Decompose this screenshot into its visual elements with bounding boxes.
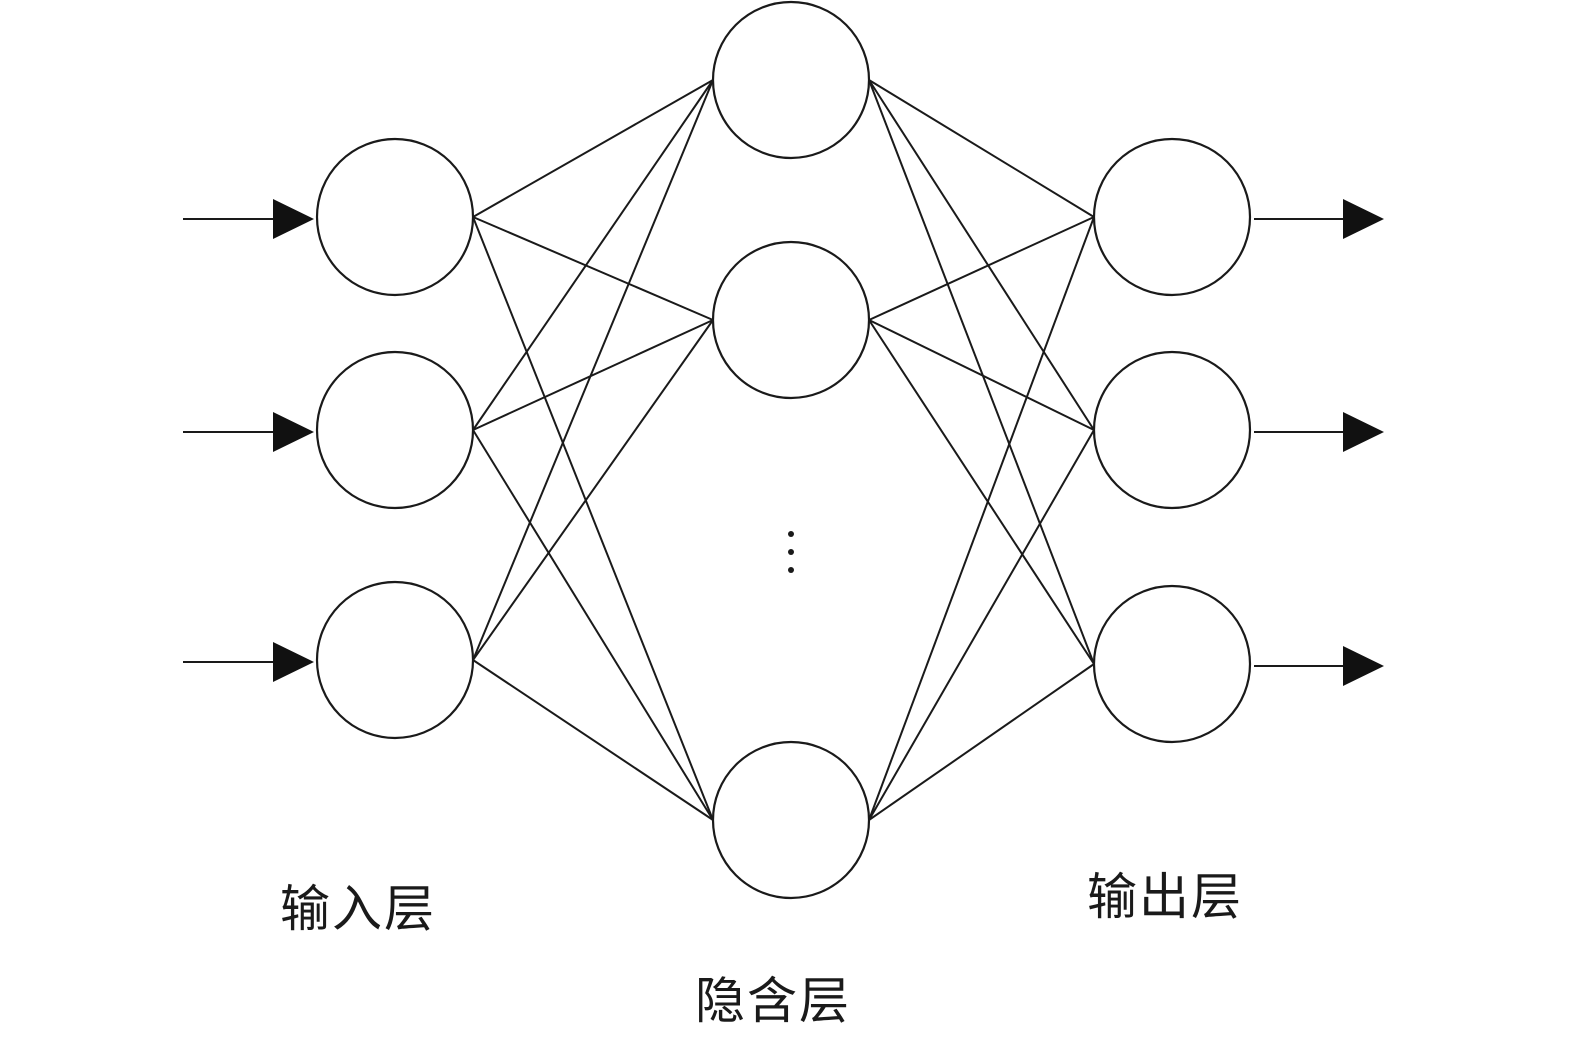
- neuron-nodes: [315, 0, 1252, 900]
- io-arrows: [183, 199, 1384, 686]
- edge-input-3-hidden-2: [472, 319, 714, 661]
- input-node-2: [315, 350, 475, 510]
- hidden-node-3: [711, 740, 871, 900]
- output-node-3: [1092, 584, 1252, 744]
- input-arrow-head-3: [273, 642, 314, 682]
- edge-hidden-3-output-2: [868, 429, 1095, 821]
- input-node-3: [315, 580, 475, 740]
- ellipsis-dot-3: [788, 567, 794, 573]
- edge-hidden-1-output-3: [868, 79, 1095, 665]
- ellipsis-dot-2: [788, 549, 794, 555]
- hidden-ellipsis: [788, 531, 794, 573]
- edge-input-2-hidden-2: [472, 319, 714, 431]
- edge-input-3-hidden-1: [472, 79, 714, 661]
- hidden-node-1: [711, 0, 871, 160]
- edge-hidden-2-output-2: [868, 319, 1095, 431]
- ellipsis-dot-1: [788, 531, 794, 537]
- hidden-node-2: [711, 240, 871, 400]
- output-arrow-head-2: [1343, 412, 1384, 452]
- edge-input-1-hidden-1: [472, 79, 714, 218]
- edge-hidden-1-output-2: [868, 79, 1095, 431]
- edge-input-1-hidden-2: [472, 216, 714, 321]
- edge-input-2-hidden-3: [472, 429, 714, 821]
- edge-input-3-hidden-3: [472, 659, 714, 821]
- edge-hidden-1-output-1: [868, 79, 1095, 218]
- input-node-1: [315, 137, 475, 297]
- input-arrow-head-1: [273, 199, 314, 239]
- input-arrow-head-2: [273, 412, 314, 452]
- edge-input-2-hidden-1: [472, 79, 714, 431]
- edge-hidden-2-output-3: [868, 319, 1095, 665]
- connection-lines: [472, 79, 1095, 821]
- output-node-1: [1092, 137, 1252, 297]
- output-arrow-head-1: [1343, 199, 1384, 239]
- edge-input-1-hidden-3: [472, 216, 714, 821]
- edge-hidden-3-output-1: [868, 216, 1095, 821]
- hidden-layer-label: 隐含层: [695, 972, 851, 1030]
- edge-hidden-2-output-1: [868, 216, 1095, 321]
- input-layer-label: 输入层: [280, 880, 436, 938]
- edge-hidden-3-output-3: [868, 663, 1095, 821]
- output-layer-label: 输出层: [1087, 868, 1243, 926]
- output-node-2: [1092, 350, 1252, 510]
- output-arrow-head-3: [1343, 646, 1384, 686]
